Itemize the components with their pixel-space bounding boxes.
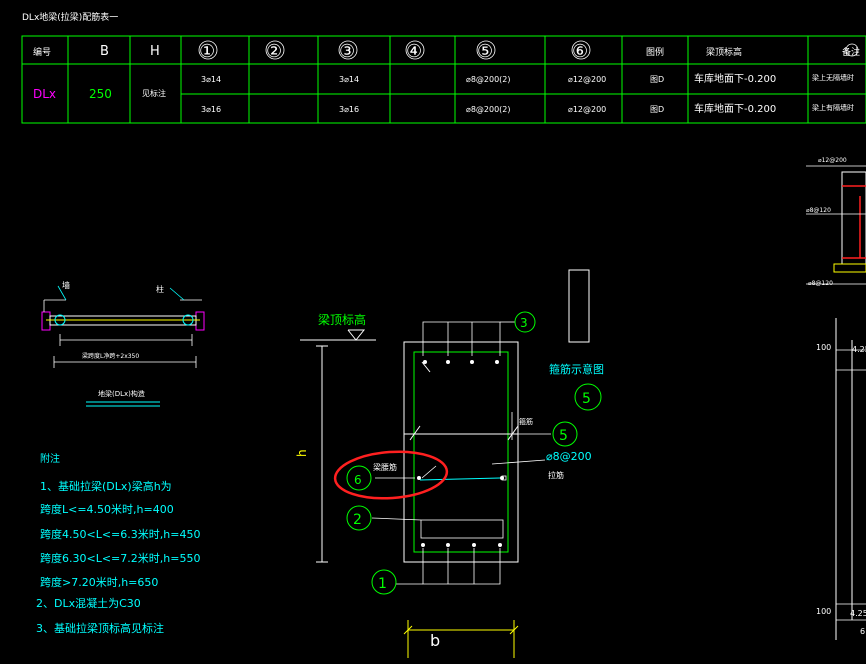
right-label-3: ⌀8@120 bbox=[808, 280, 833, 287]
row2-note: 梁上有隔墙时 bbox=[812, 103, 854, 112]
note-7: 3、基础拉梁顶标高见标注 bbox=[36, 621, 164, 635]
header-c1: ① bbox=[199, 41, 215, 62]
note-3: 跨度4.50<L<=6.3米时,h=450 bbox=[40, 527, 200, 541]
row1-c6: ⌀12@200 bbox=[568, 75, 606, 84]
detail-dimension: 梁跨度L净跨+2x350 bbox=[82, 352, 139, 360]
row-id: DLx bbox=[33, 87, 56, 101]
right-label-1: ⌀12@200 bbox=[818, 157, 847, 164]
notes-heading: 附注 bbox=[40, 452, 60, 465]
row-h: 见标注 bbox=[142, 88, 166, 98]
highlight-ellipse bbox=[333, 450, 449, 500]
note-1: 1、基础拉梁(DLx)梁高h为 bbox=[40, 479, 172, 493]
rebar-table bbox=[21, 35, 866, 124]
header-b: B bbox=[100, 44, 109, 59]
row2-c1: 3⌀16 bbox=[201, 105, 221, 114]
header-c4: ④ bbox=[406, 41, 422, 62]
beam-detail-drawing bbox=[41, 285, 205, 407]
right-dim-100-top: 100 bbox=[816, 343, 831, 352]
row2-detail: 图D bbox=[650, 105, 664, 114]
row2-elev: 车库地面下-0.200 bbox=[694, 102, 776, 115]
callout-1: 1 bbox=[378, 576, 387, 592]
header-circles bbox=[198, 40, 859, 60]
stirrup-caption: 箍筋示意图 bbox=[549, 362, 604, 376]
callout-2: 2 bbox=[353, 512, 362, 528]
table-header: 编号 B H ① ② ③ ④ ⑤ ⑥ 图例 梁顶标高 备注 bbox=[33, 41, 860, 62]
header-c3: ③ bbox=[339, 41, 355, 62]
table-row-1: 3⌀14 3⌀14 ⌀8@200(2) ⌀12@200 图D 车库地面下-0.2… bbox=[201, 72, 854, 85]
beam-section bbox=[300, 269, 602, 658]
callout-5: 5 bbox=[559, 428, 568, 444]
right-dim-100-bottom: 100 bbox=[816, 607, 831, 616]
right-label-2: ⌀8@120 bbox=[806, 207, 831, 214]
row1-detail: 图D bbox=[650, 75, 664, 84]
header-c6: ⑥ bbox=[572, 41, 588, 62]
stirrup-callout: 5 bbox=[582, 391, 591, 407]
right-dim-6: 6 bbox=[860, 627, 865, 636]
header-h: H bbox=[150, 44, 160, 59]
row1-c1: 3⌀14 bbox=[201, 75, 221, 84]
side-label-stirrup: 箍筋 bbox=[519, 417, 533, 426]
drawing-title: DLx地梁(拉梁)配筋表一 bbox=[22, 11, 118, 23]
notes-block: 附注 1、基础拉梁(DLx)梁高h为 跨度L<=4.50米时,h=400 跨度4… bbox=[36, 452, 200, 635]
row2-c6: ⌀12@200 bbox=[568, 105, 606, 114]
b-label: b bbox=[430, 631, 440, 650]
right-detail-fragment bbox=[806, 165, 866, 640]
header-detail: 图例 bbox=[646, 46, 664, 58]
row1-elev: 车库地面下-0.200 bbox=[694, 72, 776, 85]
right-dim-425-bottom: 4.25 bbox=[850, 609, 866, 618]
header-c2: ② bbox=[266, 41, 282, 62]
header-elev: 梁顶标高 bbox=[706, 46, 742, 58]
callout-6: 6 bbox=[354, 473, 362, 487]
right-fragment-labels: ⌀12@200 ⌀8@120 ⌀8@120 100 100 4.25 4.25 … bbox=[806, 157, 866, 636]
row-b: 250 bbox=[89, 87, 112, 101]
callout-3: 3 bbox=[520, 316, 528, 330]
detail-caption: 地梁(DLx)构造 bbox=[98, 389, 145, 398]
detail-wall-label: 墙 bbox=[62, 280, 70, 290]
row1-c3: 3⌀14 bbox=[339, 75, 359, 84]
right-dim-425-top: 4.25 bbox=[852, 345, 866, 354]
header-c5: ⑤ bbox=[477, 41, 493, 62]
note-6: 2、DLx混凝土为C30 bbox=[36, 596, 141, 610]
tie-spec: ⌀8@200 bbox=[546, 450, 592, 463]
detail-column-label: 柱 bbox=[156, 284, 164, 294]
top-elevation-label: 梁顶标高 bbox=[318, 312, 366, 327]
row1-note: 梁上无隔墙时 bbox=[812, 73, 854, 82]
header-id: 编号 bbox=[33, 46, 51, 58]
table-row-2: 3⌀16 3⌀16 ⌀8@200(2) ⌀12@200 图D 车库地面下-0.2… bbox=[201, 102, 854, 115]
section-labels: 梁顶标高 h b 3 5 6 2 1 5 箍筋示意图 梁腰筋 ⌀8@200 箍筋… bbox=[295, 312, 604, 650]
note-5: 跨度>7.20米时,h=650 bbox=[40, 575, 158, 589]
row2-c3: 3⌀16 bbox=[339, 105, 359, 114]
note-4: 跨度6.30<L<=7.2米时,h=550 bbox=[40, 551, 200, 565]
note-2: 跨度L<=4.50米时,h=400 bbox=[40, 502, 174, 516]
waist-bar-label: 梁腰筋 bbox=[373, 462, 397, 472]
h-label: h bbox=[295, 449, 309, 457]
row1-c5: ⌀8@200(2) bbox=[466, 75, 511, 84]
side-label-tie: 拉筋 bbox=[548, 470, 564, 480]
row2-c5: ⌀8@200(2) bbox=[466, 105, 511, 114]
